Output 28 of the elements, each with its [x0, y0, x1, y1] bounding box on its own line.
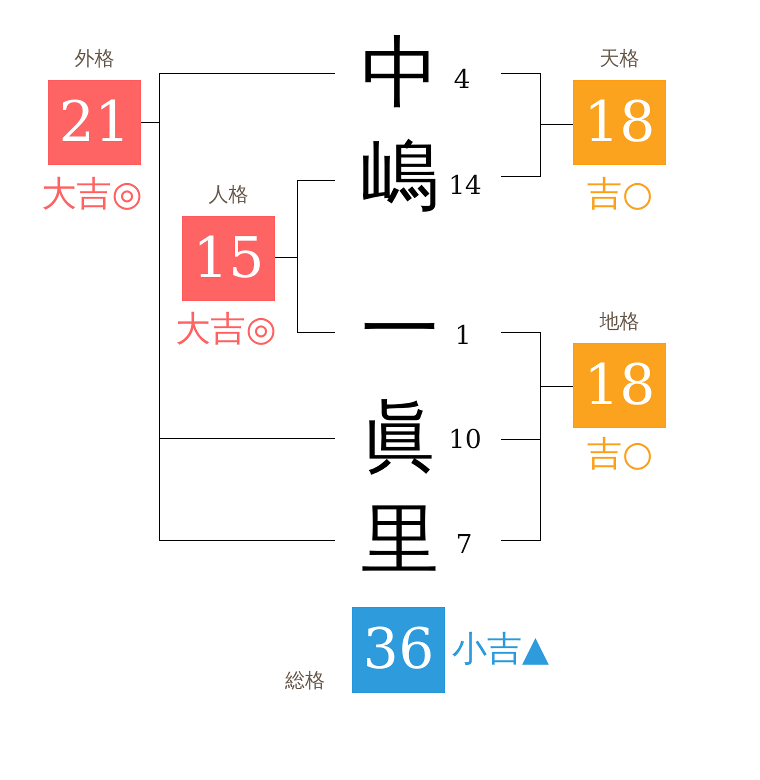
score-box: 36 — [352, 607, 445, 693]
fortune-label: 小吉▲ — [452, 632, 549, 668]
fortune-label: 吉○ — [587, 438, 653, 472]
stroke-count: 4 — [454, 67, 470, 93]
kanji-character: 眞 — [361, 398, 439, 476]
category-label: 人格 — [208, 184, 248, 204]
score-box: 15 — [182, 216, 275, 301]
kanji-character: 嶋 — [361, 137, 439, 215]
kanji-character: 里 — [361, 501, 439, 579]
kanji-character: 一 — [361, 291, 439, 369]
fortune-label: 大吉◎ — [176, 312, 276, 348]
score-box: 21 — [48, 80, 141, 165]
stroke-count: 1 — [454, 323, 472, 349]
bracket-line — [500, 386, 574, 541]
stroke-count: 10 — [448, 427, 482, 453]
bracket-line — [500, 124, 574, 177]
category-label: 天格 — [600, 48, 640, 68]
fortune-label: 大吉◎ — [42, 178, 142, 212]
stroke-count: 7 — [456, 532, 472, 558]
kanji-character: 中 — [361, 34, 439, 112]
bracket-line — [274, 257, 336, 333]
stroke-count: 14 — [448, 173, 482, 199]
category-label: 外格 — [74, 48, 114, 68]
score-box: 18 — [573, 80, 666, 165]
category-label: 地格 — [600, 311, 640, 331]
category-label: 総格 — [285, 670, 325, 690]
score-box: 18 — [573, 343, 666, 428]
fortune-label: 吉○ — [587, 178, 653, 212]
